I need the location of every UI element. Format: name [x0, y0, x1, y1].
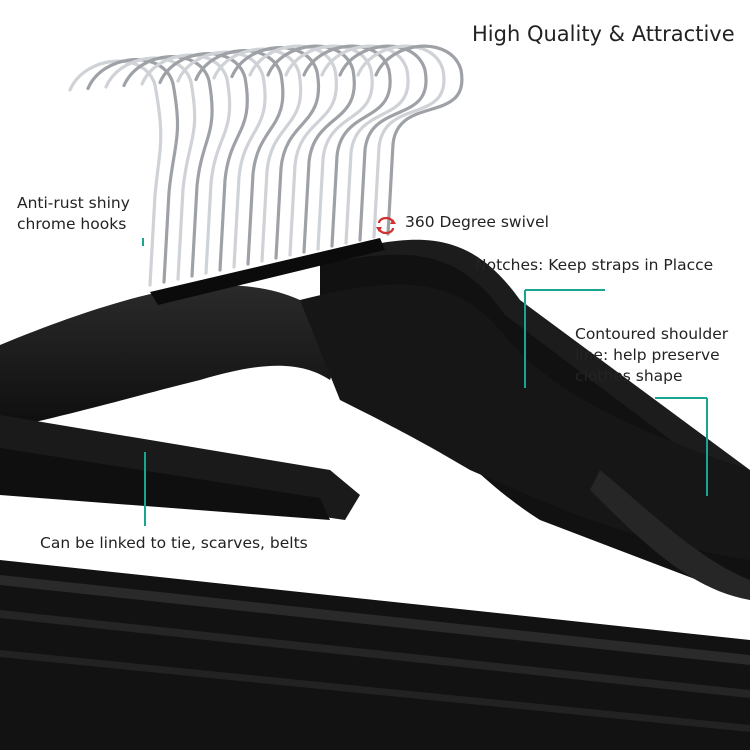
headline: High Quality & Attractive	[472, 22, 735, 46]
chrome-hook	[320, 44, 410, 245]
chrome-hook	[122, 55, 214, 278]
callout-hooks-line-2: chrome hooks	[17, 215, 127, 233]
callout-contour: Contoured shoulder line: help preserve c…	[575, 324, 728, 387]
callout-leaders	[142, 238, 708, 526]
chrome-hook	[230, 46, 321, 260]
chrome-hook	[104, 56, 197, 281]
chrome-hook	[158, 52, 249, 272]
velvet-hanger-stack	[0, 238, 750, 750]
chrome-hook	[176, 50, 267, 269]
callout-hooks: Anti-rust shiny chrome hooks	[17, 193, 130, 235]
chrome-hook	[266, 44, 356, 254]
callout-contour-line-1: Contoured shoulder	[575, 325, 729, 343]
chrome-hooks	[68, 44, 464, 287]
rotate-arrows-icon	[376, 216, 396, 235]
chrome-hook	[374, 44, 464, 236]
callout-link: Can be linked to tie, scarves, belts	[40, 534, 308, 552]
chrome-hook	[86, 58, 180, 284]
callout-notches: Notches: Keep straps in Placce	[475, 256, 714, 274]
chrome-hook	[284, 44, 374, 251]
callout-contour-line-3: clothes shape	[575, 367, 683, 385]
callout-hooks-line-1: Anti-rust shiny	[17, 194, 130, 212]
chrome-hook	[338, 44, 428, 242]
callout-contour-line-2: line: help preserve	[575, 346, 720, 364]
chrome-hook	[356, 44, 446, 239]
chrome-hook	[68, 59, 163, 287]
chrome-hook	[302, 44, 392, 248]
chrome-hook	[140, 53, 232, 275]
chrome-hook	[248, 44, 338, 257]
callout-swivel: 360 Degree swivel	[405, 213, 549, 231]
chrome-hook	[194, 49, 285, 266]
chrome-hook	[212, 47, 303, 263]
